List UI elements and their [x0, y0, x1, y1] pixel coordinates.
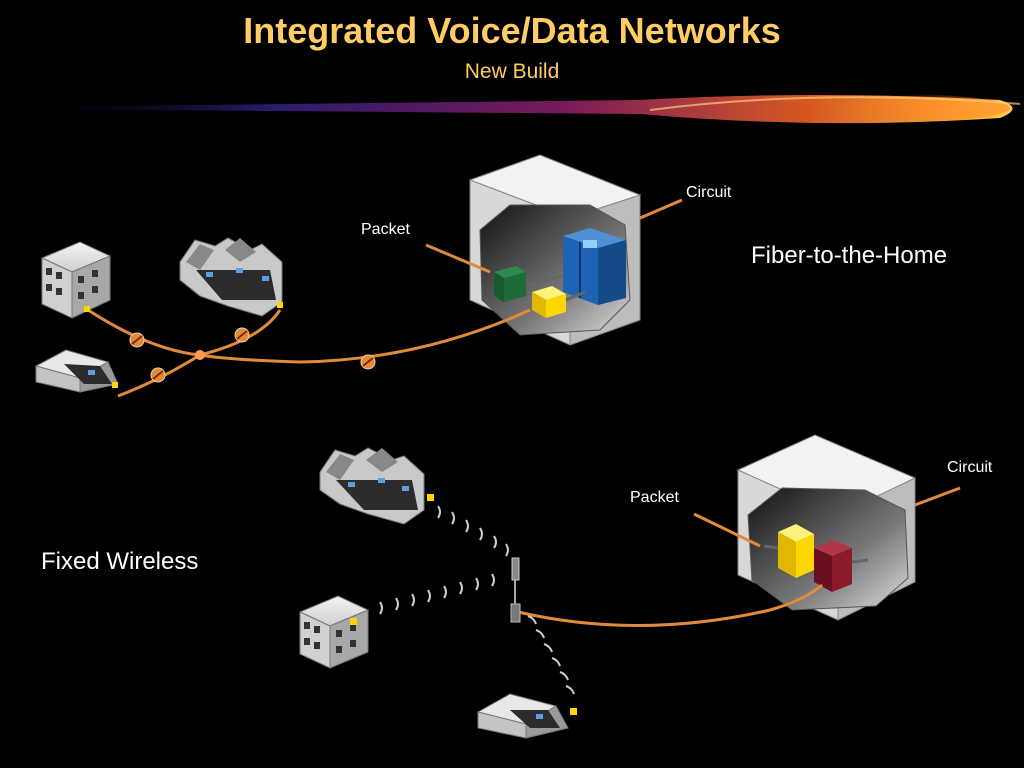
- ftth-splitter-markers: [129, 327, 376, 383]
- ftth-packet-label: Packet: [361, 221, 410, 238]
- radio-wave-arcs: [379, 505, 575, 695]
- ftth-circuit-lead: [639, 198, 683, 220]
- wireless-fiber-lines: [517, 486, 961, 628]
- ftth-circuit-switch: [563, 228, 626, 305]
- title-streak-decoration: [20, 94, 1021, 124]
- fiber-splice-icon: [129, 332, 145, 348]
- wireless-circuit-label: Circuit: [947, 459, 993, 476]
- fiber-splice-icon: [234, 327, 250, 343]
- wireless-packet-switch: [778, 524, 814, 578]
- wireless-packet-lead: [693, 512, 761, 548]
- ftth-green-equipment: [494, 266, 526, 302]
- ftth-single-home: [34, 349, 119, 393]
- ftth-fiber-to-apartment: [87, 308, 201, 357]
- wireless-trunk-fiber: [517, 583, 823, 628]
- ftth-fiber-to-houses: [199, 309, 282, 357]
- fiber-splice-icon: [150, 367, 166, 383]
- wireless-single-home: [476, 693, 577, 739]
- wireless-circuit-switch: [814, 540, 852, 592]
- wireless-section-label: Fixed Wireless: [41, 548, 199, 575]
- ftth-house-cluster: [179, 237, 283, 317]
- fiber-junction: [195, 350, 205, 360]
- slide-title: Integrated Voice/Data Networks: [243, 10, 781, 51]
- ftth-trunk-fiber: [199, 308, 531, 364]
- wireless-apartment-building: [298, 595, 370, 669]
- ftth-section-label: Fiber-to-the-Home: [751, 242, 948, 269]
- ftth-packet-switch: [532, 286, 566, 318]
- ftth-central-office: [468, 154, 642, 346]
- wireless-packet-label: Packet: [630, 489, 679, 506]
- ftth-apartment-building: [40, 241, 112, 319]
- ftth-packet-lead: [425, 243, 491, 274]
- fiber-splice-icon: [360, 354, 376, 370]
- wireless-antenna-icon: [510, 557, 521, 623]
- wireless-circuit-lead: [914, 486, 961, 507]
- slide-subtitle: New Build: [464, 60, 560, 83]
- ftth-circuit-label: Circuit: [686, 184, 732, 201]
- wireless-house-cluster: [319, 447, 434, 525]
- wireless-central-office: [736, 434, 917, 621]
